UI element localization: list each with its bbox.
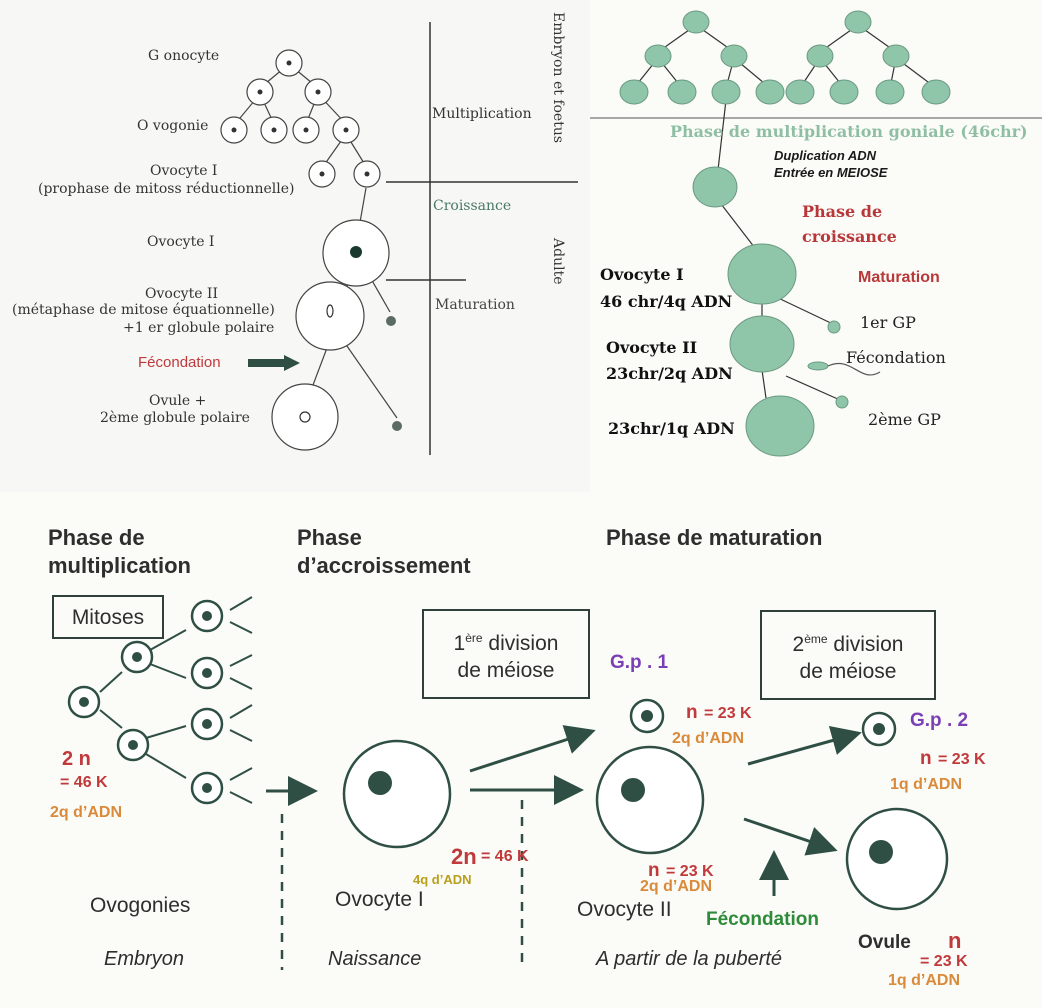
- green-oogenesis-drawing: [590, 10, 1042, 457]
- ovocyte1-2n: 2n: [451, 844, 477, 869]
- fecondation-arrow: [248, 355, 300, 371]
- ovocyte1-46k: = 46 K: [481, 848, 529, 865]
- panel-classic-oogenesis: G onocyte O vogonie Ovocyte I (prophase …: [0, 0, 590, 492]
- label-multiplication: Multiplication: [432, 106, 532, 122]
- ovule-nucleus: [299, 411, 311, 423]
- ovogonies-2n: 2 n: [62, 748, 91, 770]
- label-fecondation: Fécondation: [138, 354, 221, 371]
- label-ovule-2: 2ème globule polaire: [100, 410, 250, 426]
- label-phase-multiplication-goniale: Phase de multiplication goniale (46chr): [670, 122, 1028, 141]
- label-ovocyte2-chr: 23chr/2q ADN: [606, 364, 733, 383]
- phases-drawing: [67, 596, 949, 970]
- ovogonies-adn: 2q d’ADN: [50, 804, 122, 821]
- gp1-23k: = 23 K: [704, 705, 752, 722]
- flow-arrows: [266, 725, 862, 896]
- ovocyte2-23k: = 23 K: [666, 863, 714, 880]
- heading-phase-accroissement-1: Phase: [297, 525, 362, 550]
- small-nuclei: [79, 611, 885, 793]
- label-1er-gp: 1er GP: [860, 313, 916, 332]
- heading-phase-multiplication-1: Phase de: [48, 525, 145, 550]
- label-ovocyte2-sub1: (métaphase de mitose équationnelle): [12, 302, 275, 318]
- ovocyte1-adn: 4q d’ADN: [413, 872, 472, 887]
- ovogonies-46k: = 46 K: [60, 774, 108, 791]
- label-duplication-adn: Duplication ADN: [774, 148, 877, 163]
- label-ovocyte1-chr: 46 chr/4q ADN: [600, 292, 733, 311]
- second-polar-body: [392, 421, 402, 431]
- label-ovocyte1: Ovocyte I: [600, 265, 684, 284]
- gp2-23k: = 23 K: [938, 751, 986, 768]
- box-mitoses: Mitoses: [52, 595, 164, 639]
- large-nuclei: [368, 771, 893, 864]
- label-fecondation: Fécondation: [846, 348, 946, 367]
- label-ovocyte2-sub2: +1 er globule polaire: [123, 320, 275, 336]
- cells: [220, 49, 390, 451]
- label-final-chr: 23chr/1q ADN: [608, 419, 735, 438]
- label-embryon: Embryon: [104, 948, 185, 970]
- label-ovocyte2: Ovocyte II: [606, 338, 698, 357]
- label-phase-de: Phase de: [802, 202, 883, 221]
- ovocyte2-n: n: [648, 860, 660, 881]
- label-ovocyte2: Ovocyte II: [145, 286, 218, 302]
- mitosis-branches: [99, 596, 253, 804]
- panel-green-oogenesis: Phase de multiplication goniale (46chr) …: [590, 0, 1042, 492]
- label-maturation: Maturation: [435, 297, 515, 313]
- gp2-adn: 1q d’ADN: [890, 776, 962, 793]
- gp1-n: n: [686, 702, 698, 723]
- heading-phase-accroissement-2: d’accroissement: [297, 553, 471, 578]
- label-ovocyte1-prophase-sub: (prophase de mitoss réductionnelle): [38, 181, 295, 197]
- box-div2-line2: de méiose: [799, 659, 897, 683]
- label-puberte: A partir de la puberté: [596, 948, 783, 970]
- label-maturation: Maturation: [858, 269, 940, 286]
- box-deuxieme-division: 2ème division de méiose: [760, 610, 936, 700]
- label-ovogonies: Ovogonies: [90, 894, 191, 917]
- spindle: [326, 304, 334, 318]
- box-div1-line1: 1ère division: [453, 630, 559, 655]
- label-ovule-1: Ovule +: [149, 393, 207, 409]
- box-mitoses-label: Mitoses: [71, 605, 145, 629]
- label-ovocyte1: Ovocyte I: [147, 234, 215, 250]
- label-entree-meiose: Entrée en MEIOSE: [774, 165, 888, 180]
- large-cells: [342, 739, 949, 911]
- ovocyte2-adn: 2q d’ADN: [640, 878, 712, 895]
- panel-oogenesis-phases: Phase de multiplication Phase d’accroiss…: [0, 492, 1042, 1008]
- ovule-23k: = 23 K: [920, 953, 968, 970]
- label-ovocyte1-prophase: Ovocyte I: [150, 163, 218, 179]
- label-fecondation: Fécondation: [706, 909, 819, 930]
- classic-oogenesis-drawing: [220, 22, 578, 455]
- label-naissance: Naissance: [328, 948, 422, 970]
- ovule-adn: 1q d’ADN: [888, 972, 960, 989]
- heading-phase-multiplication-2: multiplication: [48, 553, 191, 578]
- label-gp2: G.p . 2: [910, 710, 969, 731]
- green-cells: [619, 10, 951, 457]
- label-croissance: croissance: [802, 227, 897, 246]
- label-embryon-foetus: Embryon et foetus: [550, 12, 566, 144]
- sperm-tail: [827, 363, 881, 376]
- ovule-n: n: [948, 928, 962, 953]
- first-polar-body: [386, 316, 396, 326]
- label-2eme-gp: 2ème GP: [868, 410, 941, 429]
- label-gp1: G.p . 1: [610, 652, 669, 673]
- box-div1-line2: de méiose: [457, 658, 555, 682]
- box-premiere-division: 1ère division de méiose: [422, 609, 590, 699]
- label-ovocyte2: Ovocyte II: [577, 898, 672, 921]
- label-ovogonie: O vogonie: [137, 118, 209, 134]
- nuclei: [231, 60, 370, 258]
- label-ovule: Ovule: [858, 932, 911, 953]
- gp1-adn: 2q d’ADN: [672, 730, 744, 747]
- phase-separators: [280, 800, 524, 970]
- heading-phase-maturation: Phase de maturation: [606, 525, 823, 550]
- label-croissance: Croissance: [433, 198, 512, 214]
- gp2-n: n: [920, 748, 932, 769]
- label-adulte: Adulte: [550, 238, 566, 285]
- label-gonocyte: G onocyte: [148, 48, 220, 64]
- box-div2-line1: 2ème division: [792, 631, 904, 656]
- label-ovocyte1: Ovocyte I: [335, 888, 424, 911]
